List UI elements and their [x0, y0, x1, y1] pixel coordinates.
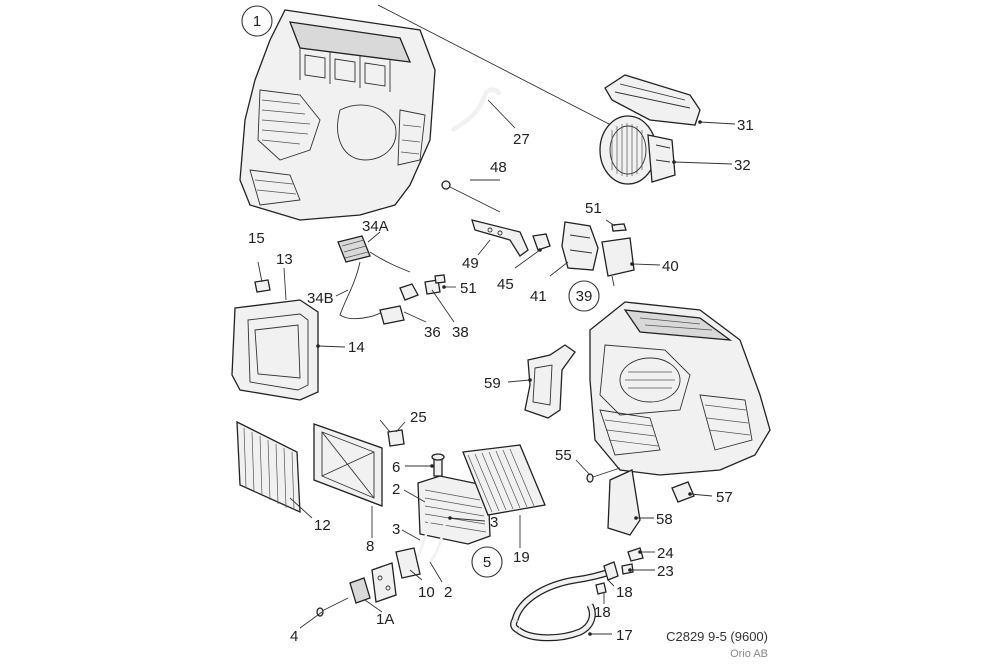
label-15: 15 — [248, 230, 265, 247]
label-17: 17 — [616, 627, 633, 644]
fittings-18 — [595, 561, 619, 595]
part-labels: 27 31 32 48 51 40 34A 15 13 49 45 41 51 … — [248, 117, 754, 645]
label-36: 36 — [424, 324, 441, 341]
blower-resistor-34A — [337, 235, 371, 263]
label-13: 13 — [276, 251, 293, 268]
label-18-lower: 18 — [594, 604, 611, 621]
label-34A: 34A — [362, 218, 389, 235]
label-51-lower: 51 — [460, 280, 477, 297]
label-41: 41 — [530, 288, 547, 305]
label-49: 49 — [462, 255, 479, 272]
cable-48 — [441, 180, 501, 213]
bracket-1A — [349, 577, 371, 604]
label-32: 32 — [734, 157, 751, 174]
label-3-right: 3 — [490, 514, 498, 531]
group-ring-1: 1 — [241, 5, 273, 37]
hose-part-27 — [450, 87, 502, 132]
label-59: 59 — [484, 375, 501, 392]
screw-24 — [627, 547, 644, 562]
label-51-upper: 51 — [585, 200, 602, 217]
seal-59 — [524, 344, 576, 419]
gasket — [371, 562, 397, 603]
label-23: 23 — [657, 563, 674, 580]
screw-4 — [316, 597, 349, 617]
label-24: 24 — [657, 545, 674, 562]
blower-housing-31 — [604, 74, 701, 126]
label-2-upper: 2 — [392, 481, 400, 498]
control-module-41 — [561, 221, 599, 271]
hvac-unit-lower — [589, 301, 771, 476]
filter-housing-14 — [231, 299, 319, 401]
label-48: 48 — [490, 159, 507, 176]
label-19: 19 — [513, 549, 530, 566]
group-label-5: 5 — [483, 554, 491, 571]
label-4: 4 — [290, 628, 298, 645]
drawing-code: C2829 9-5 (9600) — [666, 629, 768, 644]
label-58: 58 — [656, 511, 673, 528]
label-6: 6 — [392, 459, 400, 476]
label-10: 10 — [418, 584, 435, 601]
label-34B: 34B — [307, 290, 334, 307]
leader-unit-to-blower — [377, 4, 641, 141]
group-label-39: 39 — [576, 288, 593, 305]
hvac-unit-upper — [239, 9, 436, 221]
group-ring-39: 39 — [568, 280, 600, 312]
actuator-40 — [601, 237, 635, 287]
blower-motor-32 — [599, 115, 676, 185]
label-3-left: 3 — [392, 521, 400, 538]
credit: Orio AB — [730, 648, 768, 660]
flange-10 — [395, 547, 421, 579]
label-45: 45 — [497, 276, 514, 293]
label-2-lower: 2 — [444, 584, 452, 601]
label-31: 31 — [737, 117, 754, 134]
seal-57 — [671, 481, 695, 503]
group-label-1: 1 — [253, 13, 261, 30]
wiring-harness-34B — [339, 251, 446, 325]
label-1A: 1A — [376, 611, 394, 628]
filter-19 — [462, 444, 546, 516]
screw-15 — [254, 279, 271, 293]
screw-55 — [586, 467, 621, 483]
label-25: 25 — [410, 409, 427, 426]
filter-frame-8 — [313, 423, 383, 507]
leader-lines — [257, 99, 736, 636]
label-38: 38 — [452, 324, 469, 341]
sensor-25 — [379, 419, 405, 447]
label-27: 27 — [513, 131, 530, 148]
pipe-assembly-17 — [510, 568, 612, 642]
duct-58 — [607, 469, 641, 536]
label-8: 8 — [366, 538, 374, 555]
group-ring-5: 5 — [471, 546, 503, 578]
filter-12 — [236, 420, 301, 514]
label-57: 57 — [716, 489, 733, 506]
label-40: 40 — [662, 258, 679, 275]
clip-45 — [532, 233, 551, 251]
label-18-right: 18 — [616, 584, 633, 601]
screw-6 — [431, 453, 445, 477]
label-55: 55 — [555, 447, 572, 464]
label-14: 14 — [348, 339, 365, 356]
screw-51-upper — [611, 223, 627, 232]
lever-49 — [471, 219, 529, 257]
label-12: 12 — [314, 517, 331, 534]
